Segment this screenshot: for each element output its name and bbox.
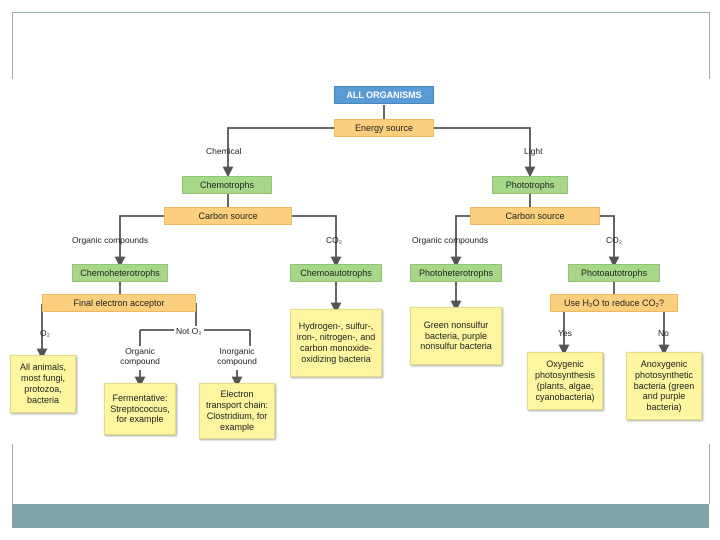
label-yes: Yes [558,328,572,338]
label-not-o2: Not O₂ [174,326,204,337]
slide-frame-bottom [12,444,710,504]
label-organic-compounds-right: Organic compounds [412,235,489,245]
node-photoheterotrophs: Photoheterotrophs [410,264,502,282]
label-organic-compounds-left: Organic compounds [72,235,149,245]
note-anoxygenic: Anoxygenic photosynthetic bacteria (gree… [626,352,702,420]
note-fermentative: Fermentative: Streptococcus, for example [104,383,176,435]
note-all-animals: All animals, most fungi, protozoa, bacte… [10,355,76,413]
node-energy-source: Energy source [334,119,434,137]
node-final-electron-acceptor: Final electron acceptor [42,294,196,312]
note-green-nonsulfur: Green nonsulfur bacteria, purple nonsulf… [410,307,502,365]
node-carbon-source-chemo: Carbon source [164,207,292,225]
label-co2-left: CO₂ [326,235,343,245]
label-inorganic-compound: Inorganic compound [217,346,257,367]
node-all-organisms: ALL ORGANISMS [334,86,434,104]
label-chemical: Chemical [206,146,242,156]
footer-bar [12,504,709,528]
node-chemoautotrophs: Chemoautotrophs [290,264,382,282]
slide-frame-top [12,12,710,79]
node-use-h2o-question: Use H₂O to reduce CO₂? [550,294,678,312]
node-chemotrophs: Chemotrophs [182,176,272,194]
note-hydrogen-oxidizing: Hydrogen-, sulfur-, iron-, nitrogen-, an… [290,309,382,377]
node-carbon-source-photo: Carbon source [470,207,600,225]
label-o2: O₂ [40,328,50,338]
label-co2-right: CO₂ [606,235,623,245]
label-organic-compound: Organic compound [120,346,160,367]
node-photoautotrophs: Photoautotrophs [568,264,660,282]
node-phototrophs: Phototrophs [492,176,568,194]
note-electron-transport: Electron transport chain: Clostridium, f… [199,383,275,439]
label-light: Light [524,146,543,156]
note-oxygenic: Oxygenic photosynthesis (plants, algae, … [527,352,603,410]
node-chemoheterotrophs: Chemoheterotrophs [72,264,168,282]
label-no: No [658,328,669,338]
